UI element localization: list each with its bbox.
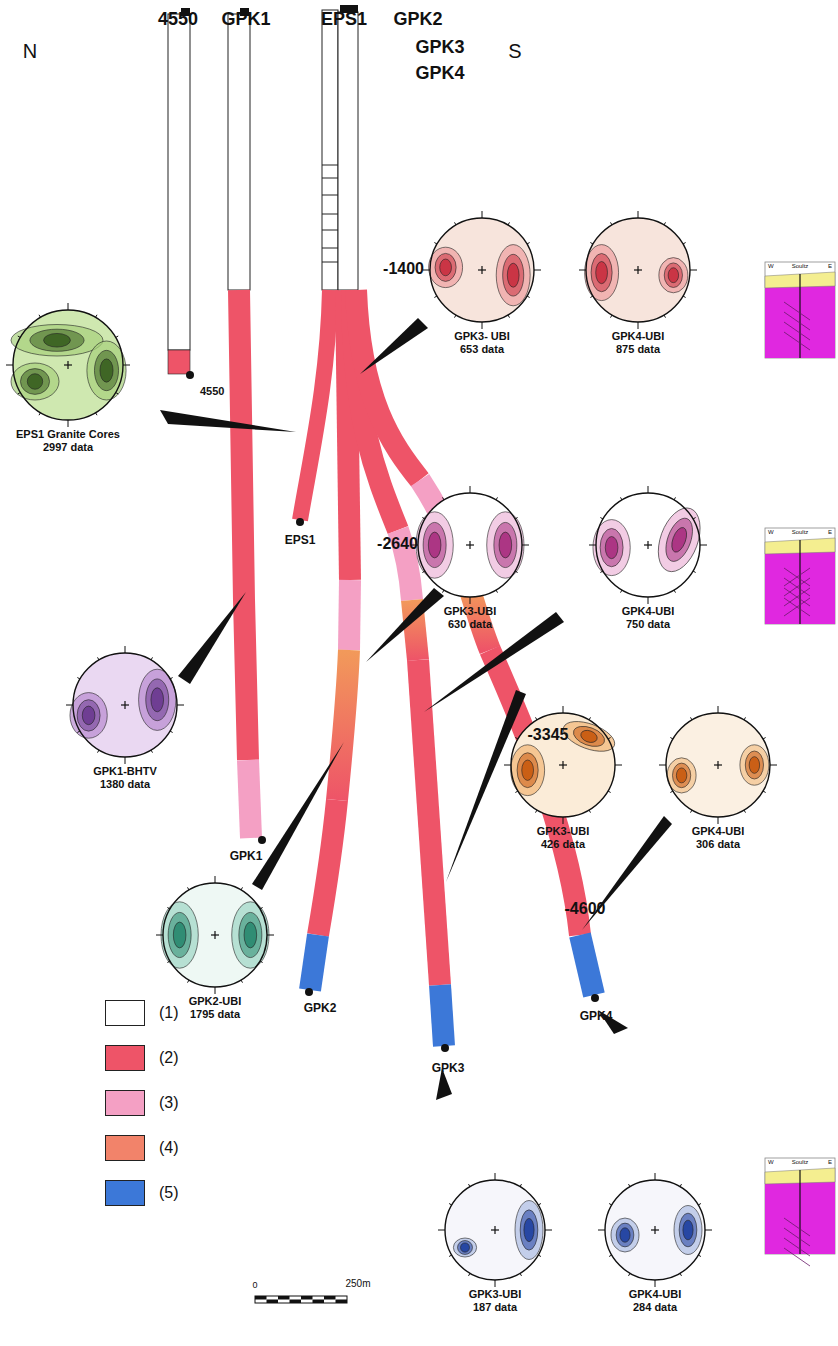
well-name: GPK1 [221,10,270,30]
well-name: GPK4 [415,64,464,84]
stereonet-title: GPK3-UBI [408,605,532,618]
depth-label: -4600 [565,900,606,918]
data-count: 653 data [420,343,544,356]
inset-label: W [768,529,774,536]
legend-swatch [105,1000,145,1026]
stereonet: EPS1 Granite Cores2997 data [3,302,133,453]
data-count: 1380 data [63,778,187,791]
scale-label: 250m [345,1278,370,1289]
data-count: 187 data [435,1301,555,1314]
well-name: GPK4 [580,1010,613,1023]
inset-label: E [828,263,832,270]
inset-label: W [768,263,774,270]
legend-swatch [105,1135,145,1161]
stereonet-title: GPK4-UBI [576,330,700,343]
well-name: GPK2 [393,10,442,30]
well-name: 4550 [158,10,198,30]
well-name: GPK3 [432,1062,465,1075]
stereonet: GPK3-UBI630 data [408,485,532,630]
stereonet-title: GPK1-BHTV [63,765,187,778]
inset-label: W [768,1159,774,1166]
stereonet-plot [658,705,778,825]
stereonet-title: GPK3- UBI [420,330,544,343]
data-count: 2997 data [3,441,133,454]
legend-text: (5) [159,1184,179,1202]
stereonet-plot [503,705,623,825]
legend-swatch [105,1090,145,1116]
direction-label: S [508,40,521,62]
data-count: 750 data [586,618,710,631]
stereonet-plot [5,302,131,428]
section-inset [765,1158,835,1266]
inset-label: Soultz [792,529,809,536]
direction-label: N [23,40,37,62]
well-name: GPK2 [304,1002,337,1015]
well-name: 4550 [200,385,224,397]
inset-label: Soultz [792,1159,809,1166]
stereonet-plot [410,485,530,605]
legend-text: (2) [159,1049,179,1067]
stereonet-plot [588,485,708,605]
stereonet-title: GPK4-UBI [595,1288,715,1301]
stereonet-plot [597,1172,713,1288]
stereonet-plot [422,210,542,330]
stereonet: GPK1-BHTV1380 data [63,645,187,790]
stereonet: GPK2-UBI1795 data [153,875,277,1020]
depth-label: -3345 [528,726,569,744]
section-inset [765,528,835,624]
legend-swatch [105,1180,145,1206]
inset-label: E [828,529,832,536]
legend-text: (4) [159,1139,179,1157]
depth-label: -2640 [377,535,418,553]
stereonet: GPK4-UBI284 data [595,1172,715,1313]
stereonet-plot [155,875,275,995]
stereonet-title: GPK3-UBI [435,1288,555,1301]
data-count: 426 data [501,838,625,851]
section-inset [765,262,835,358]
stereonet-plot [65,645,185,765]
stereonet-plot [578,210,698,330]
data-count: 630 data [408,618,532,631]
well-name: EPS1 [285,534,316,547]
legend-swatch [105,1045,145,1071]
inset-label: Soultz [792,263,809,270]
well-name: GPK1 [230,850,263,863]
stereonet-title: GPK4-UBI [586,605,710,618]
depth-label: -1400 [383,260,424,278]
stereonet: GPK4-UBI750 data [586,485,710,630]
well-name: GPK3 [415,38,464,58]
stereonet: GPK4-UBI875 data [576,210,700,355]
stereonet-title: GPK4-UBI [656,825,780,838]
stereonet-title: EPS1 Granite Cores [3,428,133,441]
stereonet: GPK3- UBI653 data [420,210,544,355]
stereonet: GPK3-UBI187 data [435,1172,555,1313]
legend-text: (1) [159,1004,179,1022]
data-count: 284 data [595,1301,715,1314]
data-count: 306 data [656,838,780,851]
legend-text: (3) [159,1094,179,1112]
stereonet: GPK4-UBI306 data [656,705,780,850]
well-name: EPS1 [321,10,367,30]
stereonet-plot [437,1172,553,1288]
stereonet-title: GPK3-UBI [501,825,625,838]
scale-label: 0 [252,1281,257,1291]
inset-label: E [828,1159,832,1166]
data-count: 875 data [576,343,700,356]
